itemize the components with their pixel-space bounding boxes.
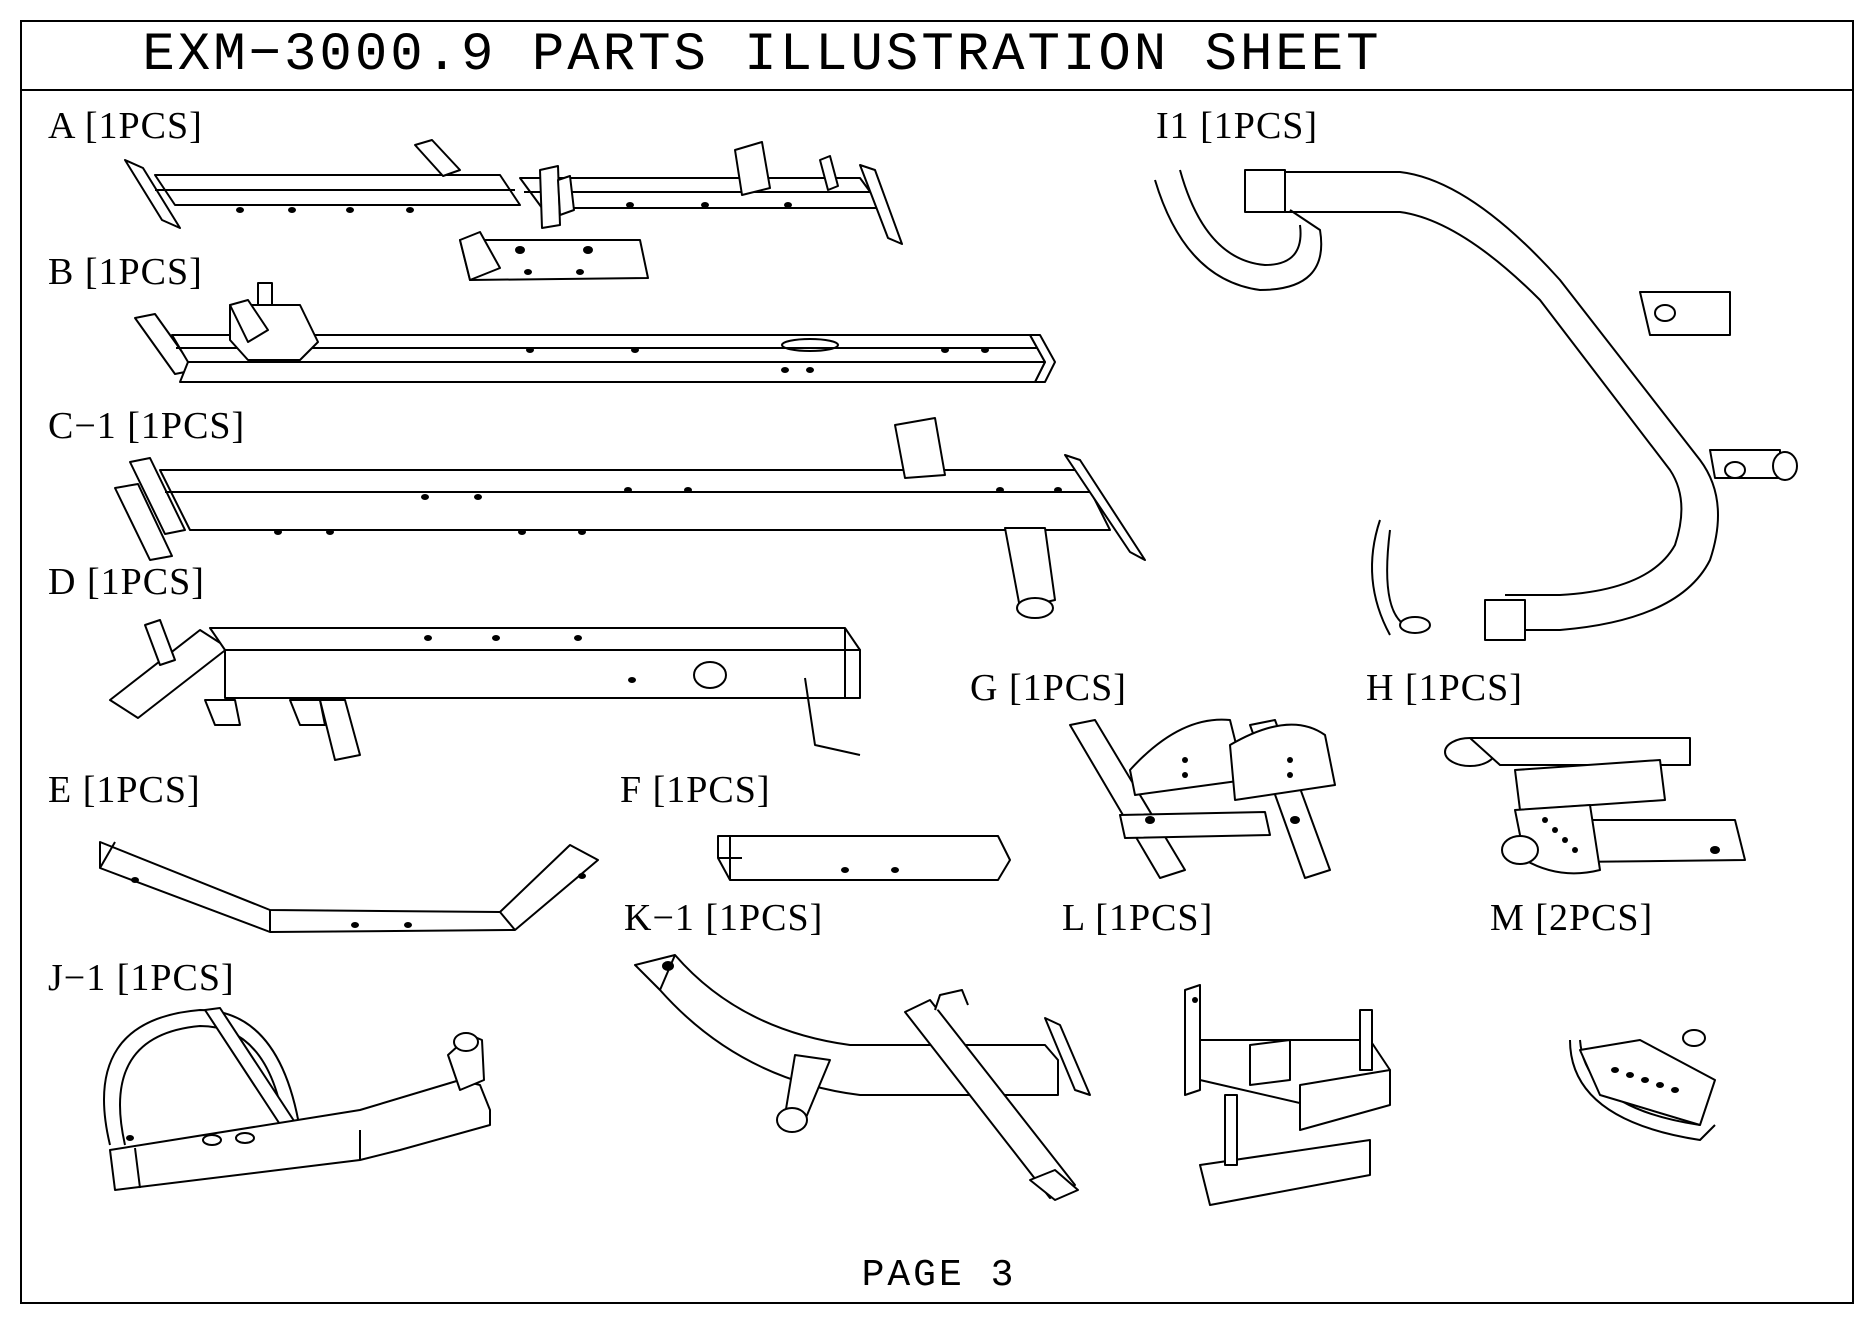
part-m-drawing [1570,1030,1715,1140]
part-e-drawing [100,842,598,932]
part-k1-drawing [635,955,1090,1200]
part-g-drawing [1070,720,1335,878]
part-c1-drawing [115,418,1145,618]
part-h-drawing [1445,738,1745,873]
part-i1-drawing [1155,170,1797,640]
part-f-drawing [718,836,1010,880]
part-a-drawing [125,140,902,280]
part-b-drawing [135,283,1055,382]
part-l-drawing [1185,985,1390,1205]
part-d-drawing [110,620,860,760]
part-j1-drawing [104,1008,490,1190]
